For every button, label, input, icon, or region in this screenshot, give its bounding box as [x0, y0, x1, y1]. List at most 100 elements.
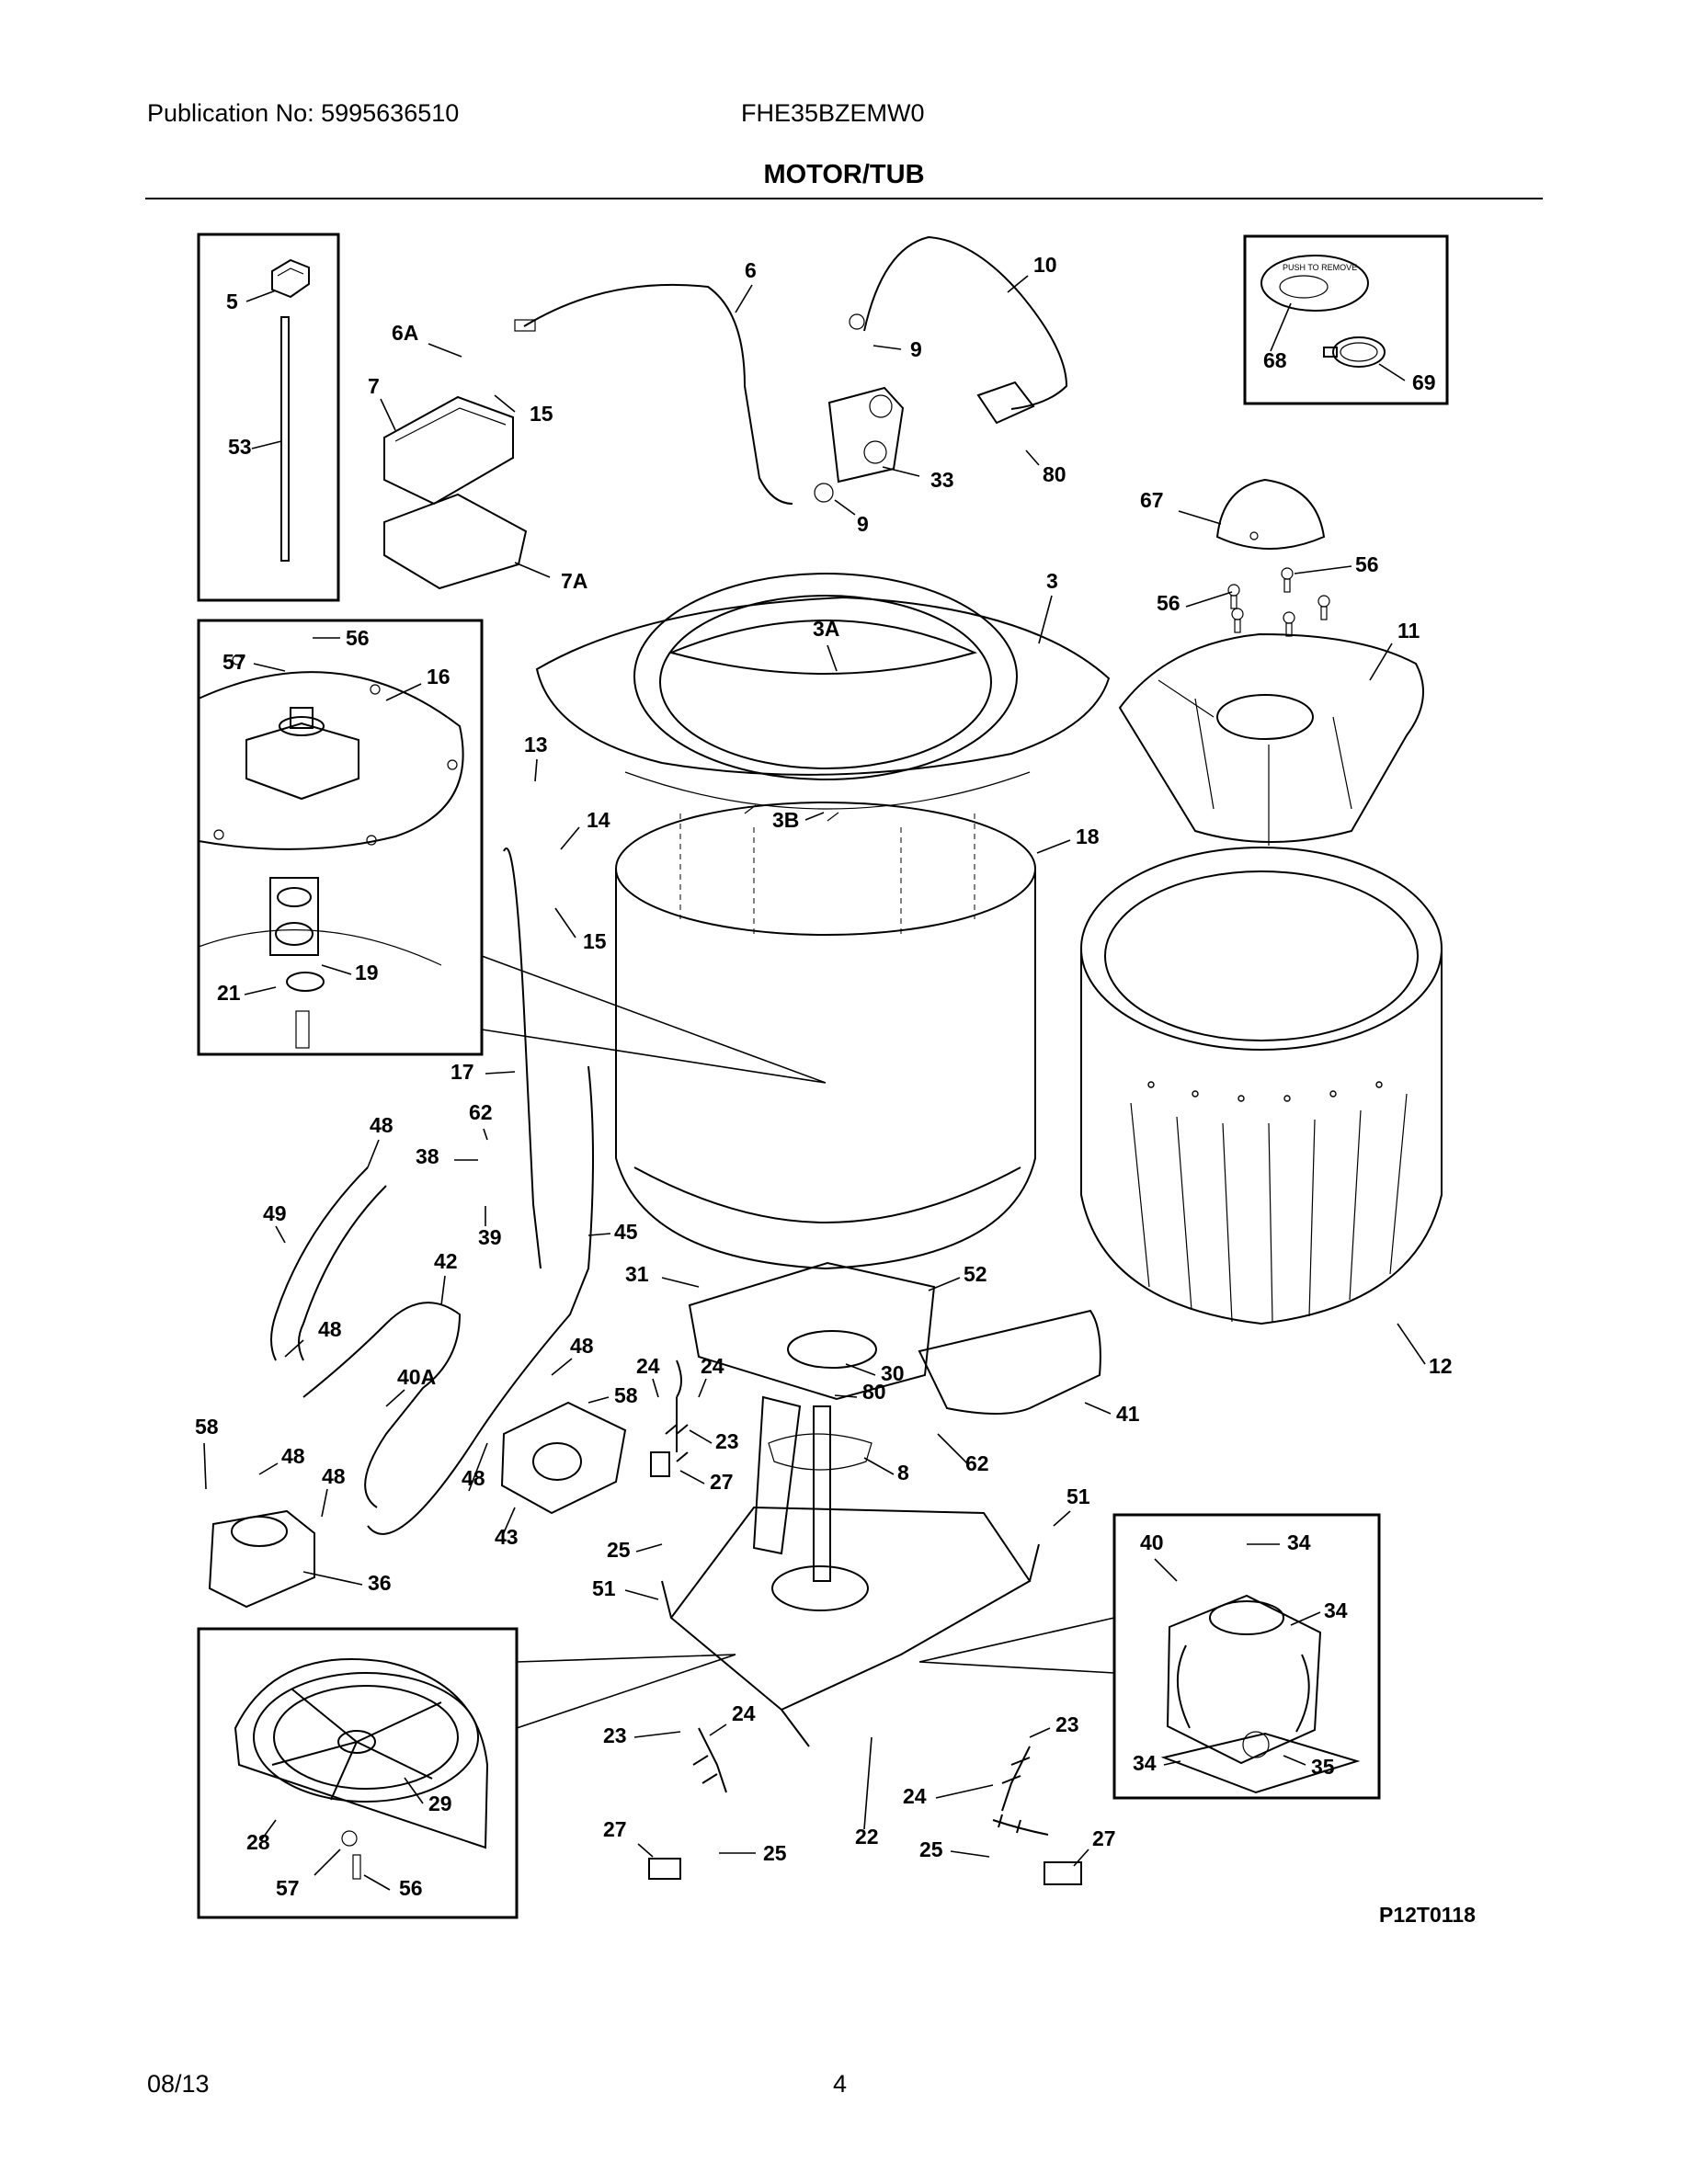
drain-hose-part	[503, 847, 542, 1269]
callout-label: 36	[368, 1571, 392, 1595]
callout-leader	[534, 758, 538, 782]
callout-leader	[709, 1723, 727, 1736]
page-title: MOTOR/TUB	[763, 160, 925, 189]
callout-leader	[284, 1339, 304, 1358]
callout-leader	[1185, 591, 1233, 608]
callout-leader	[203, 1442, 207, 1490]
callout-label: 57	[222, 650, 246, 674]
callout-label: 56	[399, 1876, 423, 1900]
callout-leader	[698, 1378, 707, 1398]
callout-label: 48	[281, 1444, 305, 1468]
callout-label: 24	[903, 1784, 927, 1808]
callout-label: 29	[428, 1792, 452, 1815]
callout-leader	[1397, 1323, 1426, 1365]
callout-label: 48	[322, 1464, 346, 1488]
callout-label: 58	[195, 1415, 219, 1439]
callout-leader	[275, 1225, 286, 1244]
callout-label: 19	[355, 961, 379, 984]
callout-label: 49	[263, 1201, 287, 1225]
callout-leader	[258, 1462, 279, 1475]
callout-label: 24	[701, 1354, 724, 1378]
callout-leader	[1007, 275, 1029, 293]
callout-leader	[385, 683, 422, 701]
callout-label: 27	[710, 1470, 734, 1494]
wash-basket-part	[1080, 847, 1443, 1325]
callout-label: 38	[416, 1144, 439, 1168]
suspension-springs-part	[665, 1359, 1049, 1836]
callout-leader	[804, 812, 825, 821]
callout-leader	[1270, 302, 1292, 352]
callout-leader	[1378, 363, 1406, 381]
callout-label: 28	[246, 1830, 270, 1854]
drain-valve-part	[500, 1401, 627, 1515]
callout-label: 56	[1157, 591, 1180, 615]
callout-leader	[554, 907, 576, 938]
callout-label: 48	[370, 1113, 393, 1137]
callout-label: 10	[1033, 253, 1057, 277]
callout-leader	[494, 394, 516, 413]
callout-leader	[637, 1843, 654, 1858]
callout-label: 6	[745, 258, 757, 282]
callout-leader	[587, 1396, 610, 1404]
callout-leader	[380, 398, 396, 431]
callout-label: 51	[592, 1576, 616, 1600]
footer-date: 08/13	[147, 2070, 210, 2098]
callout-leader	[244, 986, 277, 995]
callout-leader	[404, 1777, 424, 1804]
callout-leader	[385, 1389, 405, 1407]
callout-leader	[1053, 1510, 1071, 1527]
callout-label: 23	[1055, 1712, 1079, 1736]
callout-leader	[483, 1128, 488, 1141]
callout-label: 34	[1324, 1598, 1348, 1622]
callout-leader	[260, 1819, 277, 1841]
callout-leader	[1154, 1558, 1178, 1582]
callout-leader	[661, 1277, 700, 1288]
callout-label: 6A	[392, 321, 418, 345]
seal-cap-part: PUSH TO REMOVE	[1260, 255, 1369, 312]
header-rule	[145, 198, 1543, 199]
cover-screws-part	[1227, 567, 1330, 637]
callout-leader	[928, 1277, 961, 1291]
callout-label: 56	[1355, 552, 1379, 576]
callout-leader	[1369, 643, 1393, 681]
callout-label: 3B	[772, 808, 799, 832]
hose-clamp-part	[1323, 336, 1386, 368]
callout-leader	[1178, 510, 1222, 525]
callout-label: 7A	[561, 569, 587, 593]
callout-label: 3	[1046, 569, 1058, 593]
callout-label: 80	[862, 1380, 886, 1404]
callout-leader	[501, 1507, 516, 1538]
callout-label: 11	[1397, 619, 1420, 643]
inset-box-seal-cap	[1243, 234, 1449, 405]
pressure-switch-part	[271, 258, 310, 562]
callout-leader	[863, 1736, 873, 1830]
callout-label: 48	[462, 1466, 485, 1490]
callout-label: 3A	[813, 617, 839, 641]
callout-leader	[863, 1457, 895, 1475]
inset-box-tub-cover-bearing	[197, 619, 484, 1056]
callout-label: 48	[570, 1334, 594, 1358]
callout-leader	[1036, 839, 1071, 854]
callout-label: 53	[228, 435, 252, 459]
callout-label: 15	[530, 402, 553, 426]
callout-label: 24	[636, 1354, 660, 1378]
inset-box-pressure-switch	[197, 233, 340, 602]
callout-label: 34	[1287, 1530, 1311, 1554]
outer-tub-ring-part	[535, 573, 1111, 822]
callout-leader	[635, 1543, 663, 1553]
seal-cap-text: PUSH TO REMOVE	[1283, 263, 1357, 272]
callout-label: 68	[1263, 348, 1287, 372]
callout-label: 24	[732, 1701, 756, 1725]
bumper-part	[650, 1451, 670, 1477]
callout-label: 51	[1066, 1484, 1090, 1508]
callout-label: 62	[469, 1100, 493, 1124]
page-number: 4	[833, 2070, 848, 2098]
callout-label: 42	[434, 1249, 458, 1273]
callout-label: 23	[603, 1723, 627, 1747]
drive-pulley-belt-part	[234, 1658, 489, 1880]
callout-leader	[1163, 1760, 1181, 1766]
callout-leader	[834, 499, 856, 516]
callout-leader	[652, 1378, 659, 1398]
callout-label: 25	[763, 1841, 787, 1865]
